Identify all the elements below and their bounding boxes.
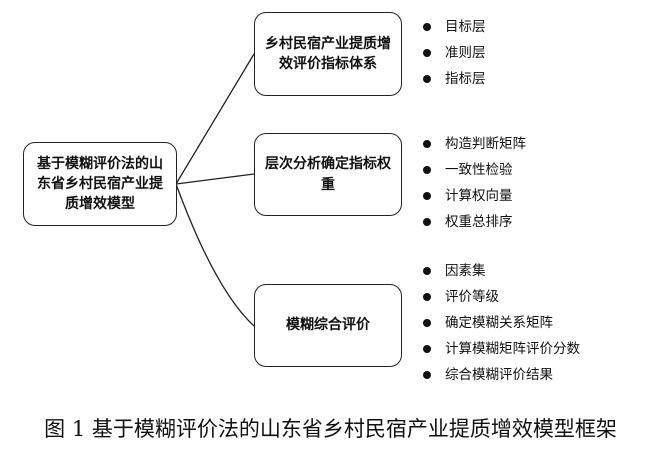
bullet-icon	[423, 267, 431, 275]
bullet-icon	[423, 218, 431, 226]
list-item: 一致性检验	[423, 157, 526, 183]
bullet-icon	[423, 49, 431, 57]
list-item-label: 目标层	[445, 19, 486, 35]
list-item-label: 指标层	[445, 71, 486, 87]
list-item: 指标层	[423, 66, 486, 92]
bullet-icon	[423, 166, 431, 174]
connector-to-branch-3	[175, 183, 255, 327]
connector-to-branch-1	[175, 53, 255, 185]
root-node: 基于模糊评价法的山东省乡村民宿产业提质增效模型	[23, 142, 177, 226]
list-item: 构造判断矩阵	[423, 131, 526, 157]
list-item: 综合模糊评价结果	[423, 362, 580, 388]
branch-3-item-list: 因素集 评价等级 确定模糊关系矩阵 计算模糊矩阵评价分数 综合模糊评价结果	[423, 258, 580, 388]
list-item-label: 权重总排序	[445, 214, 513, 230]
connector-to-branch-2	[175, 173, 255, 185]
bullet-icon	[423, 192, 431, 200]
list-item-label: 评价等级	[445, 289, 499, 305]
branch-2-item-list: 构造判断矩阵 一致性检验 计算权向量 权重总排序	[423, 131, 526, 235]
list-item-label: 确定模糊关系矩阵	[445, 315, 553, 331]
branch-node-label: 层次分析确定指标权重	[265, 156, 391, 193]
bullet-icon	[423, 293, 431, 301]
list-item: 确定模糊关系矩阵	[423, 310, 580, 336]
branch-node-indicator-system: 乡村民宿产业提质增效评价指标体系	[254, 12, 402, 96]
bullet-icon	[423, 319, 431, 327]
list-item-label: 准则层	[445, 45, 486, 61]
list-item-label: 计算权向量	[445, 188, 513, 204]
list-item-label: 因素集	[445, 263, 486, 279]
root-node-label: 基于模糊评价法的山东省乡村民宿产业提质增效模型	[37, 155, 163, 213]
bullet-icon	[423, 23, 431, 31]
bullet-icon	[423, 140, 431, 148]
list-item: 因素集	[423, 258, 580, 284]
list-item: 计算权向量	[423, 183, 526, 209]
bullet-icon	[423, 371, 431, 379]
list-item-label: 计算模糊矩阵评价分数	[445, 341, 580, 357]
bullet-icon	[423, 345, 431, 353]
list-item: 目标层	[423, 14, 486, 40]
branch-node-fuzzy-evaluation: 模糊综合评价	[254, 284, 402, 367]
list-item: 计算模糊矩阵评价分数	[423, 336, 580, 362]
list-item: 评价等级	[423, 284, 580, 310]
bullet-icon	[423, 75, 431, 83]
list-item-label: 综合模糊评价结果	[445, 367, 553, 383]
branch-node-label: 模糊综合评价	[286, 317, 370, 334]
list-item-label: 一致性检验	[445, 162, 513, 178]
list-item-label: 构造判断矩阵	[445, 136, 526, 152]
list-item: 准则层	[423, 40, 486, 66]
branch-node-label: 乡村民宿产业提质增效评价指标体系	[265, 35, 391, 72]
list-item: 权重总排序	[423, 209, 526, 235]
branch-node-ahp-weights: 层次分析确定指标权重	[254, 133, 402, 216]
branch-1-item-list: 目标层 准则层 指标层	[423, 14, 486, 92]
figure-caption: 图 1 基于模糊评价法的山东省乡村民宿产业提质增效模型框架	[44, 417, 617, 441]
